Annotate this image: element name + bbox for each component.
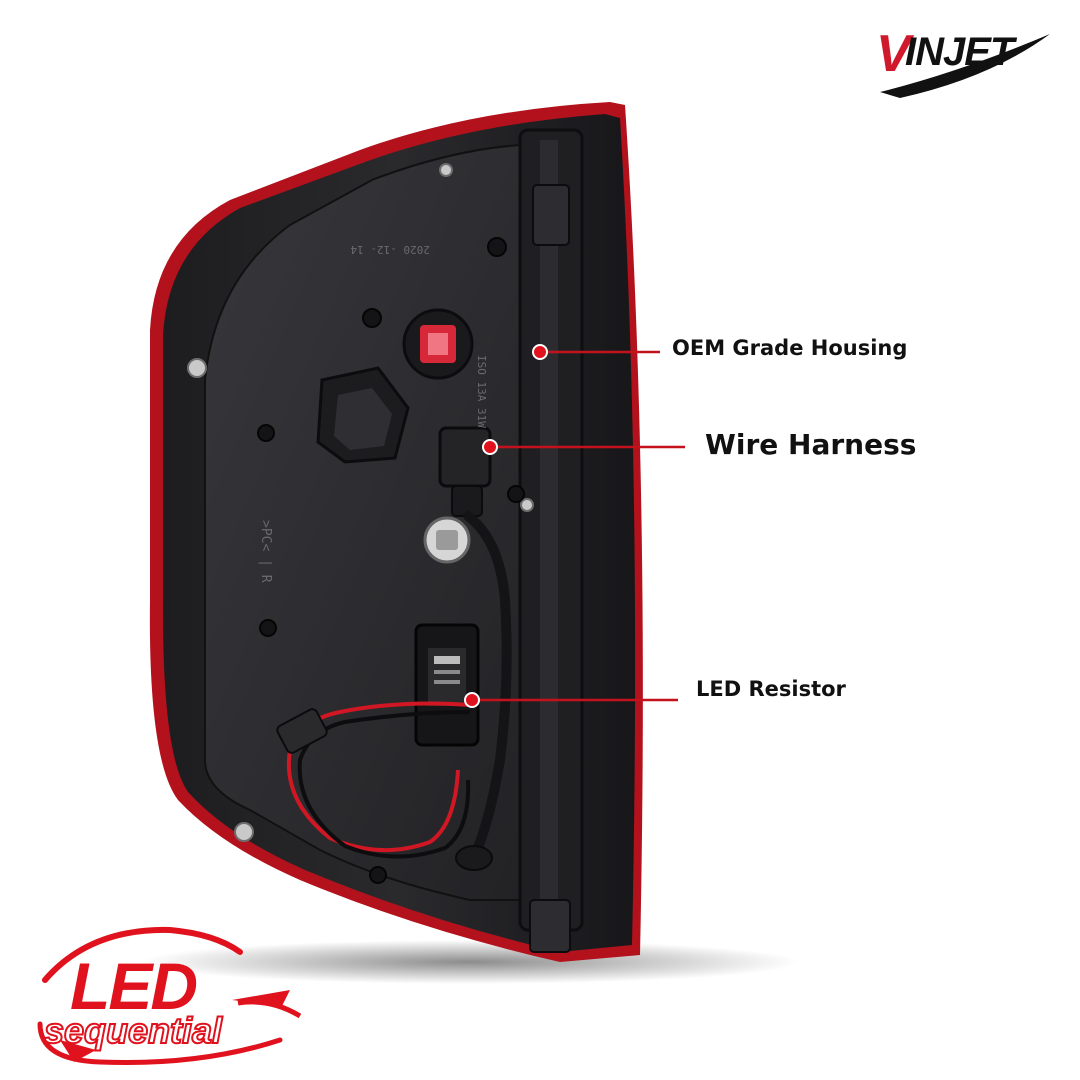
badge-arrow-left [60,1040,96,1062]
wire-harness-plug [438,426,492,488]
badge-sequential-text: sequential [43,1009,223,1052]
molded-spec-text: ISO 13A 31W [475,355,488,428]
callout-label-wire-harness: Wire Harness [705,428,917,461]
inline-connector [276,708,328,754]
callout-dot-resistor [464,692,480,708]
floor-shadow [140,940,800,984]
molded-date-code: 2020 -12- 14 [350,243,430,256]
resistor-wire-red [286,701,471,853]
mounting-studs [187,163,534,842]
screw-posts [257,237,525,884]
callout-lines [464,344,685,708]
badge-arc-bottom [37,1021,283,1066]
brand-swoosh [880,34,1050,98]
molded-material-text: >PC< | R [258,520,273,583]
callout-dot-housing [532,344,548,360]
mounting-clip-top [532,184,570,246]
badge-led-text: LED [70,949,198,1023]
callout-label-oem-grade-housing: OEM Grade Housing [672,336,908,360]
callout-dot-harness [482,439,498,455]
wire-harness-cable [463,511,512,860]
badge-arc-top [42,926,243,983]
mounting-clip-bottom [529,899,571,953]
resistor-wire-black [297,710,471,859]
callout-label-led-resistor: LED Resistor [696,677,846,701]
brand-logo-text: INJET [905,30,1014,74]
brand-logo-v: V [876,25,911,83]
badge-arrow-right [232,990,290,1006]
